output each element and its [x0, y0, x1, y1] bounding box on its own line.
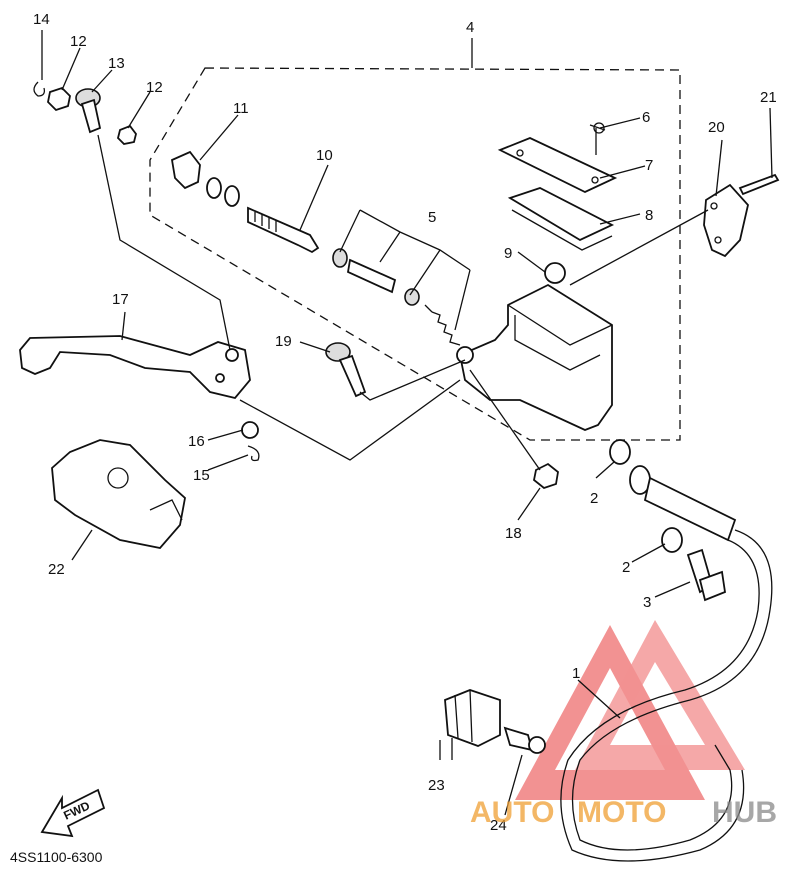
callout-8: 8 [645, 207, 653, 224]
assembly-dashed-outline [149, 67, 681, 441]
pivot-hardware [33, 81, 137, 145]
callout-2b: 2 [622, 559, 630, 576]
lever-bolt [325, 342, 367, 398]
callout-13: 13 [108, 55, 125, 72]
piston-kit [332, 248, 461, 346]
callout-labels: 1 2 2 3 4 5 6 7 8 9 10 11 12 12 13 14 15… [33, 11, 777, 834]
callout-3: 3 [643, 594, 651, 611]
callout-22: 22 [48, 561, 65, 578]
callout-20: 20 [708, 119, 725, 136]
callout-2a: 2 [590, 490, 598, 507]
watermark-logo [515, 620, 745, 800]
callout-9: 9 [504, 245, 512, 262]
callout-4: 4 [466, 19, 474, 36]
callout-14: 14 [33, 11, 50, 28]
leader-lines [41, 30, 773, 816]
callout-12a: 12 [70, 33, 87, 50]
callout-7: 7 [645, 157, 653, 174]
fwd-arrow-icon: FWD [40, 788, 106, 838]
callout-10: 10 [316, 147, 333, 164]
callout-11: 11 [233, 100, 249, 117]
callout-23: 23 [428, 777, 445, 794]
callout-19: 19 [275, 333, 292, 350]
master-cylinder-body [456, 262, 613, 431]
callout-1: 1 [572, 665, 580, 682]
callout-5: 5 [428, 209, 436, 226]
callout-18: 18 [505, 525, 522, 542]
part-code: 4SS1100-6300 [10, 849, 103, 865]
callout-17: 17 [112, 291, 129, 308]
brake-hose [560, 465, 773, 862]
push-rod [170, 150, 320, 254]
callout-21: 21 [760, 89, 777, 106]
watermark-word-1: AUTO [470, 796, 554, 829]
washers-and-nuts [241, 421, 683, 553]
handlebar-clamp [703, 173, 780, 258]
callout-15: 15 [193, 467, 210, 484]
watermark-word-3: HUB [712, 796, 777, 829]
callout-24: 24 [490, 817, 507, 834]
callout-12b: 12 [146, 79, 163, 96]
hose-clamp [444, 689, 546, 754]
lever-cover [51, 439, 186, 549]
watermark-word-2: MOTO [577, 796, 666, 829]
reservoir-cap-group [497, 122, 618, 251]
watermark-wordmark: AUTO MOTO HUB [470, 796, 777, 829]
brake-lever [19, 335, 251, 400]
callout-6: 6 [642, 109, 650, 126]
callout-16: 16 [188, 433, 205, 450]
